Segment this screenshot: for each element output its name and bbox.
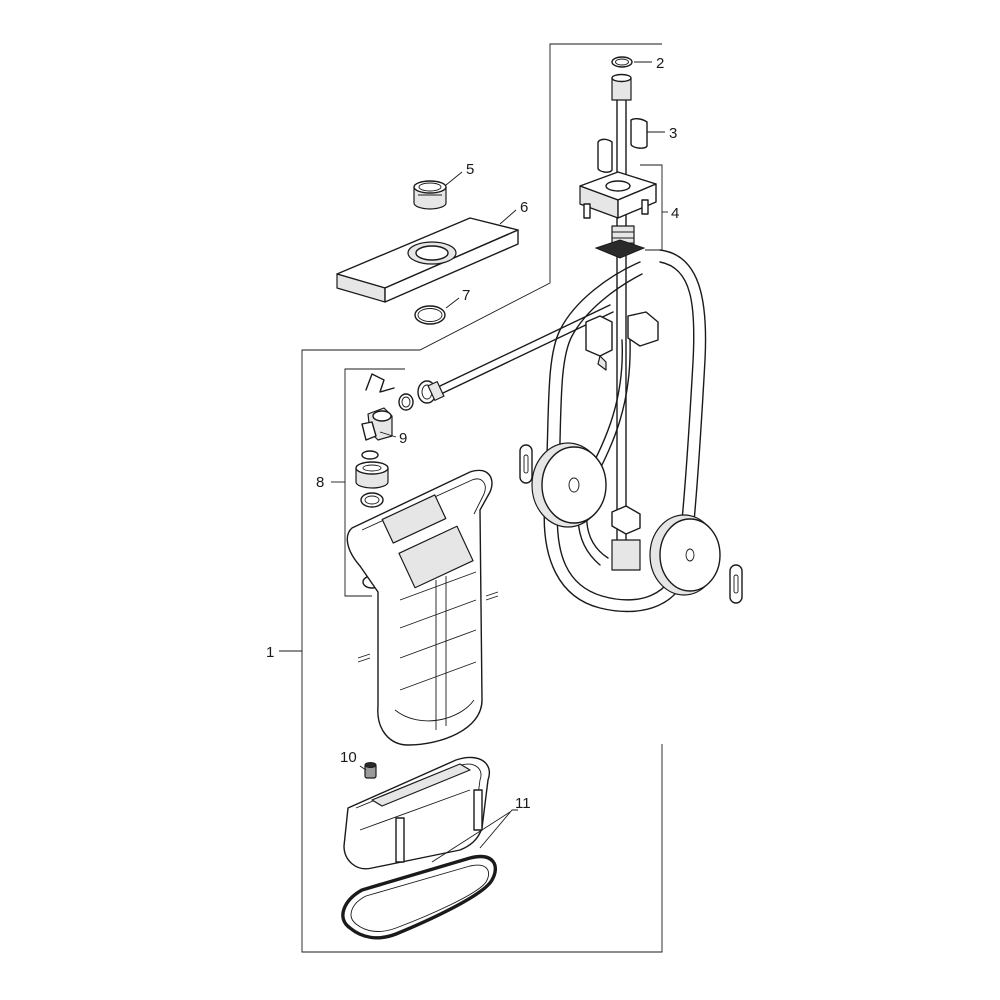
slider-lower bbox=[611, 505, 641, 571]
screw-part-10 bbox=[364, 762, 377, 779]
union-nut bbox=[355, 461, 389, 489]
elbow-part-9 bbox=[361, 407, 393, 441]
cover-plate-part-6 bbox=[336, 217, 519, 303]
installation-housing bbox=[346, 469, 499, 746]
callout-5: 5 bbox=[466, 161, 474, 178]
ring-part-2 bbox=[611, 56, 633, 68]
callout-10: 10 bbox=[340, 749, 357, 766]
callout-2: 2 bbox=[656, 55, 664, 72]
o-ring-a bbox=[361, 450, 379, 460]
assembly-bracket-8 bbox=[331, 368, 405, 597]
callout-9: 9 bbox=[399, 430, 407, 447]
spring-clip bbox=[365, 373, 395, 393]
rosette-left bbox=[531, 442, 607, 528]
wall-plug-right bbox=[729, 564, 743, 604]
hose-loop bbox=[543, 249, 707, 613]
callout-11: 11 bbox=[515, 795, 531, 812]
assembly-bracket-1 bbox=[279, 43, 663, 953]
shower-rod bbox=[611, 73, 632, 546]
callout-6: 6 bbox=[520, 199, 528, 216]
assembly-bracket-4 bbox=[640, 164, 668, 251]
hose-main bbox=[417, 304, 614, 404]
gasket-part-11 bbox=[341, 854, 498, 940]
threaded-sleeve-part-5 bbox=[413, 180, 447, 210]
rosette-right bbox=[649, 514, 721, 596]
callout-8: 8 bbox=[316, 474, 324, 491]
frame-part-11 bbox=[343, 756, 491, 870]
slider-upper bbox=[585, 311, 659, 371]
leader-lines bbox=[359, 61, 665, 863]
clip-part-3 bbox=[597, 117, 648, 173]
o-ring-part-7 bbox=[414, 305, 446, 325]
callout-7: 7 bbox=[462, 287, 470, 304]
mount-bracket-part-4 bbox=[579, 171, 657, 259]
o-ring-b bbox=[360, 492, 384, 508]
wall-plug-left bbox=[519, 444, 533, 484]
washer-small bbox=[398, 393, 414, 411]
callout-3: 3 bbox=[669, 125, 677, 142]
callout-1: 1 bbox=[266, 644, 274, 661]
callout-4: 4 bbox=[671, 205, 679, 222]
callout-labels: 1 2 3 4 5 6 7 8 9 10 11 bbox=[266, 55, 679, 812]
